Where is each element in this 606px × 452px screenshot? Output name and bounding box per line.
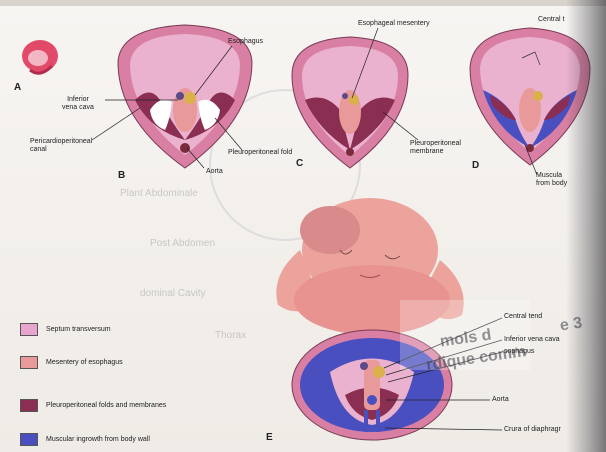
label-muscular-ingrowth-d: Muscula from body [536, 172, 567, 188]
legend-row-muscular: Muscular ingrowth from body wall [20, 432, 150, 446]
panel-letter-b: B [118, 170, 125, 181]
legend-label-septum: Septum transversum [46, 326, 111, 333]
legend-label-pleuroperitoneal: Pleuroperitoneal folds and membranes [46, 402, 166, 409]
label-esophagus: Esophagus [228, 38, 263, 46]
page-shadow-edge [566, 0, 606, 452]
legend-swatch-muscular [20, 433, 38, 446]
label-inferior-vena-cava-b: Inferior vena cava [62, 96, 94, 112]
legend-swatch-mesentery [20, 356, 38, 369]
panel-letter-e: E [266, 432, 273, 443]
label-aorta-e: Aorta [492, 396, 509, 404]
panel-letter-c: C [296, 158, 303, 169]
panel-a-embryo [22, 40, 58, 73]
legend-label-mesentery: Mesentery of esophagus [46, 359, 123, 366]
legend-swatch-pleuroperitoneal [20, 399, 38, 412]
label-central-tendon-e: Central tend [504, 313, 542, 321]
panel-letter-a: A [14, 82, 21, 93]
legend-label-muscular: Muscular ingrowth from body wall [46, 436, 150, 443]
label-aorta-b: Aorta [206, 168, 223, 176]
label-inferior-vena-cava-e: Inferior vena cava [504, 336, 560, 344]
label-central-tendon-d: Central t [538, 16, 564, 24]
label-pleuroperitoneal-fold: Pleuroperitoneal fold [228, 149, 292, 157]
label-pleuroperitoneal-membrane: Pleuroperitoneal membrane [410, 140, 461, 156]
label-esophageal-mesentery: Esophageal mesentery [358, 20, 430, 28]
panel-letter-d: D [472, 160, 479, 171]
legend-row-pleuroperitoneal: Pleuroperitoneal folds and membranes [20, 398, 166, 412]
label-crura-of-diaphragm: Crura of diaphragr [504, 426, 561, 434]
legend-row-mesentery: Mesentery of esophagus [20, 355, 123, 369]
panel-c-cross-section [292, 37, 408, 168]
legend-row-septum: Septum transversum [20, 322, 111, 336]
label-pericardioperitoneal-canal: Pericardioperitoneal canal [30, 138, 92, 154]
legend-swatch-septum [20, 323, 38, 336]
